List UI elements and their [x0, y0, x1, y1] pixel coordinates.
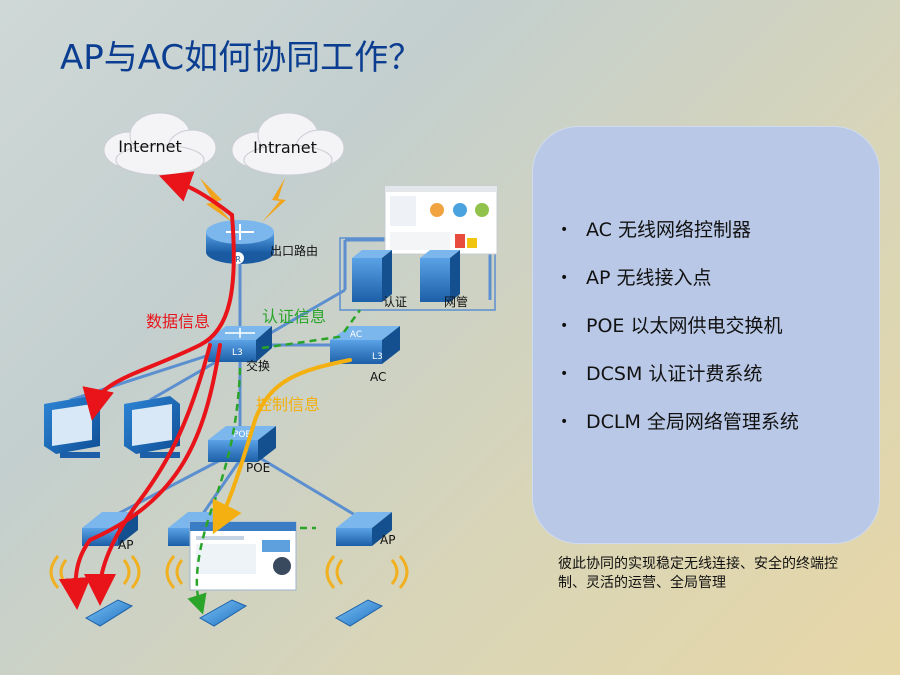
legend-list: •AC 无线网络控制器 •AP 无线接入点 •POE 以太网供电交换机 •DCS…	[560, 218, 799, 458]
legend-item-label: AP 无线接入点	[586, 267, 712, 289]
control-flow-label: 控制信息	[256, 395, 320, 414]
access-point-icon	[336, 512, 392, 546]
ap-right-label: AP	[380, 533, 395, 547]
page-title: AP与AC如何协同工作？	[60, 38, 423, 78]
auth-server-label: 认证	[383, 295, 407, 309]
legend-item: •AC 无线网络控制器	[560, 219, 751, 241]
smartphone-icon	[198, 599, 248, 627]
intranet-cloud: Intranet	[231, 112, 345, 176]
ac-label: AC	[370, 370, 386, 384]
pc-monitor-icon	[124, 396, 180, 458]
mgmt-server-label: 网管	[444, 294, 468, 309]
internet-cloud: Internet	[103, 112, 217, 176]
auth-flow-label: 认证信息	[262, 307, 326, 326]
intranet-label: Intranet	[253, 138, 317, 157]
legend-item-label: DCSM 认证计费系统	[586, 363, 763, 385]
caption-text: 彼此协同的实现稳定无线连接、安全的终端控制、灵活的运营、全局管理	[558, 556, 838, 591]
smartphone-icon	[84, 599, 134, 627]
smartphone-icon	[334, 599, 384, 627]
lightning-icons	[200, 178, 286, 222]
legend-item: •DCSM 认证计费系统	[560, 363, 763, 385]
ac-badge-l3: L3	[372, 352, 383, 362]
legend-item-label: POE 以太网供电交换机	[586, 315, 783, 337]
auth-server-icon	[352, 250, 392, 302]
ap-left-label: AP	[118, 538, 133, 552]
core-switch-label: 交换	[246, 358, 270, 373]
router-label: 出口路由	[270, 243, 318, 258]
internet-label: Internet	[118, 137, 182, 156]
legend-item: •POE 以太网供电交换机	[560, 315, 783, 337]
data-flow-arrows	[58, 171, 236, 610]
router-icon: R	[206, 220, 274, 264]
legend-panel: •AC 无线网络控制器 •AP 无线接入点 •POE 以太网供电交换机 •DCS…	[532, 126, 880, 544]
data-flow-label: 数据信息	[146, 312, 210, 331]
poe-switch-label: POE	[246, 461, 270, 475]
core-switch-badge: L3	[232, 348, 243, 358]
ac-controller-icon: AC L3	[330, 326, 400, 364]
legend-item: •AP 无线接入点	[560, 267, 712, 289]
control-flow-arrow	[212, 358, 352, 535]
legend-item-label: AC 无线网络控制器	[586, 219, 751, 241]
ac-badge: AC	[350, 330, 362, 340]
legend-item-label: DCLM 全局网络管理系统	[586, 411, 799, 433]
legend-item: •DCLM 全局网络管理系统	[560, 411, 799, 433]
dashboard-screenshot	[384, 185, 498, 255]
wifi-signal-icons	[49, 555, 409, 589]
poe-badge: POE	[233, 430, 252, 440]
portal-screenshot	[189, 521, 297, 591]
pc-monitor-icon	[44, 396, 100, 458]
mgmt-server-icon	[420, 250, 460, 302]
router-badge: R	[235, 255, 241, 264]
